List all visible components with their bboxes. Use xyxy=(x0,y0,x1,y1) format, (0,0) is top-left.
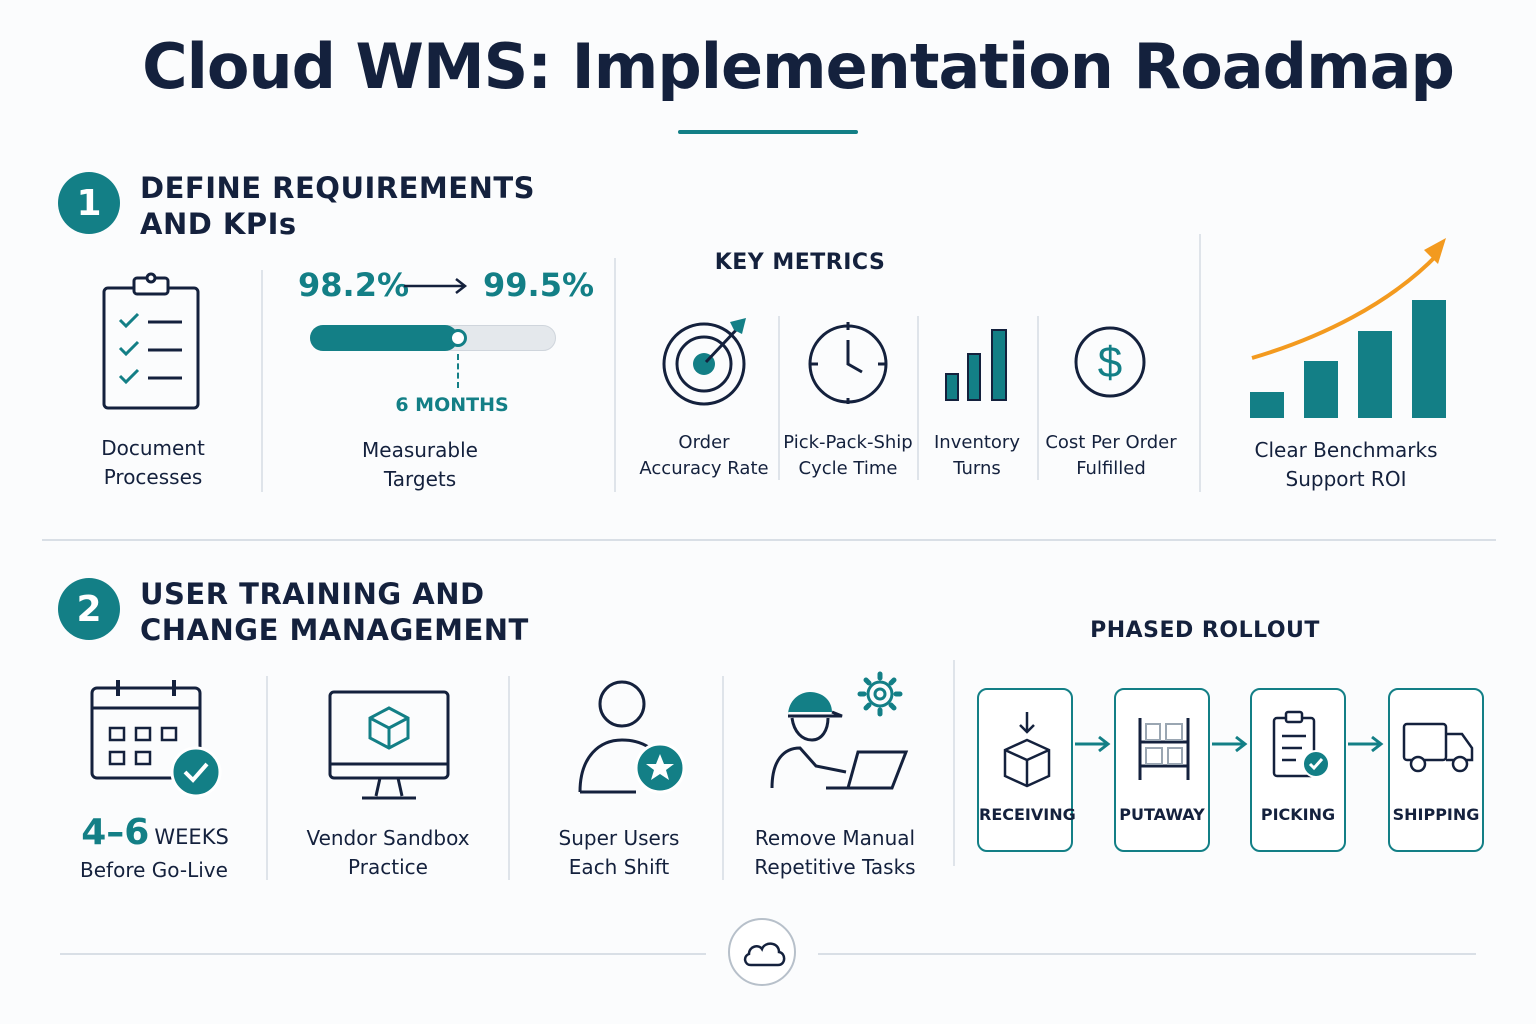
vendor-sandbox-label: Vendor Sandbox Practice xyxy=(306,826,470,879)
measurable-targets-label: Measurable Targets xyxy=(362,438,478,491)
divider xyxy=(266,676,268,880)
arrow-right-icon xyxy=(1348,735,1384,753)
key-metrics-heading: KEY METRICS xyxy=(714,250,886,275)
divider xyxy=(778,316,780,480)
phase-card-receiving: RECEIVING xyxy=(977,688,1076,852)
truck-shipping-icon xyxy=(1402,722,1474,773)
phased-rollout-heading: PHASED ROLLOUT xyxy=(1090,618,1320,643)
shelving-putaway-icon xyxy=(1138,718,1190,780)
before-go-live-label: Before Go-Live xyxy=(80,858,228,882)
svg-text:$: $ xyxy=(1098,338,1122,387)
divider xyxy=(917,316,919,480)
gear-icon xyxy=(857,671,903,717)
step-2-title: USER TRAINING AND CHANGE MANAGEMENT xyxy=(140,577,529,647)
document-processes-label: Document Processes xyxy=(101,436,205,489)
step-2-badge: 2 xyxy=(58,578,120,640)
divider xyxy=(614,258,616,492)
divider xyxy=(508,676,510,880)
footer-rule-left xyxy=(60,953,706,955)
footer-rule-right xyxy=(818,953,1476,955)
roi-bar xyxy=(1412,300,1446,418)
step-1-badge: 1 xyxy=(58,172,120,234)
section-divider xyxy=(42,539,1496,541)
step-1-title: DEFINE REQUIREMENTS AND KPIs xyxy=(140,171,536,241)
clipboard-picking-icon xyxy=(1272,710,1330,778)
clock-icon xyxy=(808,322,888,404)
roi-bar xyxy=(1250,392,1284,418)
worker-laptop-automation-icon xyxy=(770,671,909,790)
duration-label: 6 MONTHS xyxy=(395,394,509,416)
metric-label-order-accuracy: Order Accuracy Rate xyxy=(639,432,769,479)
divider xyxy=(953,660,955,866)
divider xyxy=(261,270,263,492)
roi-bar xyxy=(1358,331,1392,418)
metric-label-inventory-turns: Inventory Turns xyxy=(934,432,1020,479)
box-receiving-icon xyxy=(1003,712,1051,788)
metric-label-cost-per-order: Cost Per Order Fulfilled xyxy=(1045,432,1177,479)
phase-card-picking: PICKING xyxy=(1250,688,1346,852)
super-user-icon xyxy=(578,680,686,794)
phase-label-shipping: SHIPPING xyxy=(1392,805,1480,824)
target-from-value: 98.2% xyxy=(298,266,410,304)
dollar-icon: $ xyxy=(1074,326,1146,398)
phase-label-receiving: RECEIVING xyxy=(979,805,1076,824)
weeks-range: 4–6 xyxy=(81,812,150,853)
metric-label-cycle-time: Pick-Pack-Ship Cycle Time xyxy=(783,432,913,479)
divider xyxy=(1037,316,1039,480)
roi-label: Clear Benchmarks Support ROI xyxy=(1254,438,1438,491)
phase-card-putaway: PUTAWAY xyxy=(1114,688,1210,852)
remove-tasks-label: Remove Manual Repetitive Tasks xyxy=(754,826,916,879)
phase-label-putaway: PUTAWAY xyxy=(1119,805,1205,824)
target-icon xyxy=(662,318,746,406)
phase-label-picking: PICKING xyxy=(1260,805,1336,824)
weeks-unit: WEEKS xyxy=(154,825,229,849)
cloud-icon xyxy=(743,942,786,967)
super-users-label: Super Users Each Shift xyxy=(558,826,680,879)
page-title: Cloud WMS: Implementation Roadmap xyxy=(142,30,1455,103)
progress-fill xyxy=(310,325,458,351)
arrow-right-icon xyxy=(1212,735,1248,753)
divider xyxy=(1199,234,1201,492)
roi-growth-chart-icon xyxy=(1250,238,1446,418)
clipboard-checklist-icon xyxy=(102,272,200,410)
title-underline xyxy=(678,130,858,134)
progress-marker xyxy=(449,329,467,347)
target-to-value: 99.5% xyxy=(483,266,595,304)
cloud-badge xyxy=(728,918,796,986)
calendar-check-icon xyxy=(90,680,222,798)
monitor-sandbox-icon xyxy=(328,690,450,800)
divider xyxy=(722,676,724,880)
weeks-callout: 4–6 WEEKS xyxy=(60,812,250,853)
bar-chart-icon xyxy=(945,329,1007,401)
phase-card-shipping: SHIPPING xyxy=(1388,688,1484,852)
arrow-right-icon xyxy=(404,278,468,294)
roi-bar xyxy=(1304,361,1338,418)
progress-dashed-line xyxy=(457,354,459,388)
arrow-right-icon xyxy=(1075,735,1111,753)
